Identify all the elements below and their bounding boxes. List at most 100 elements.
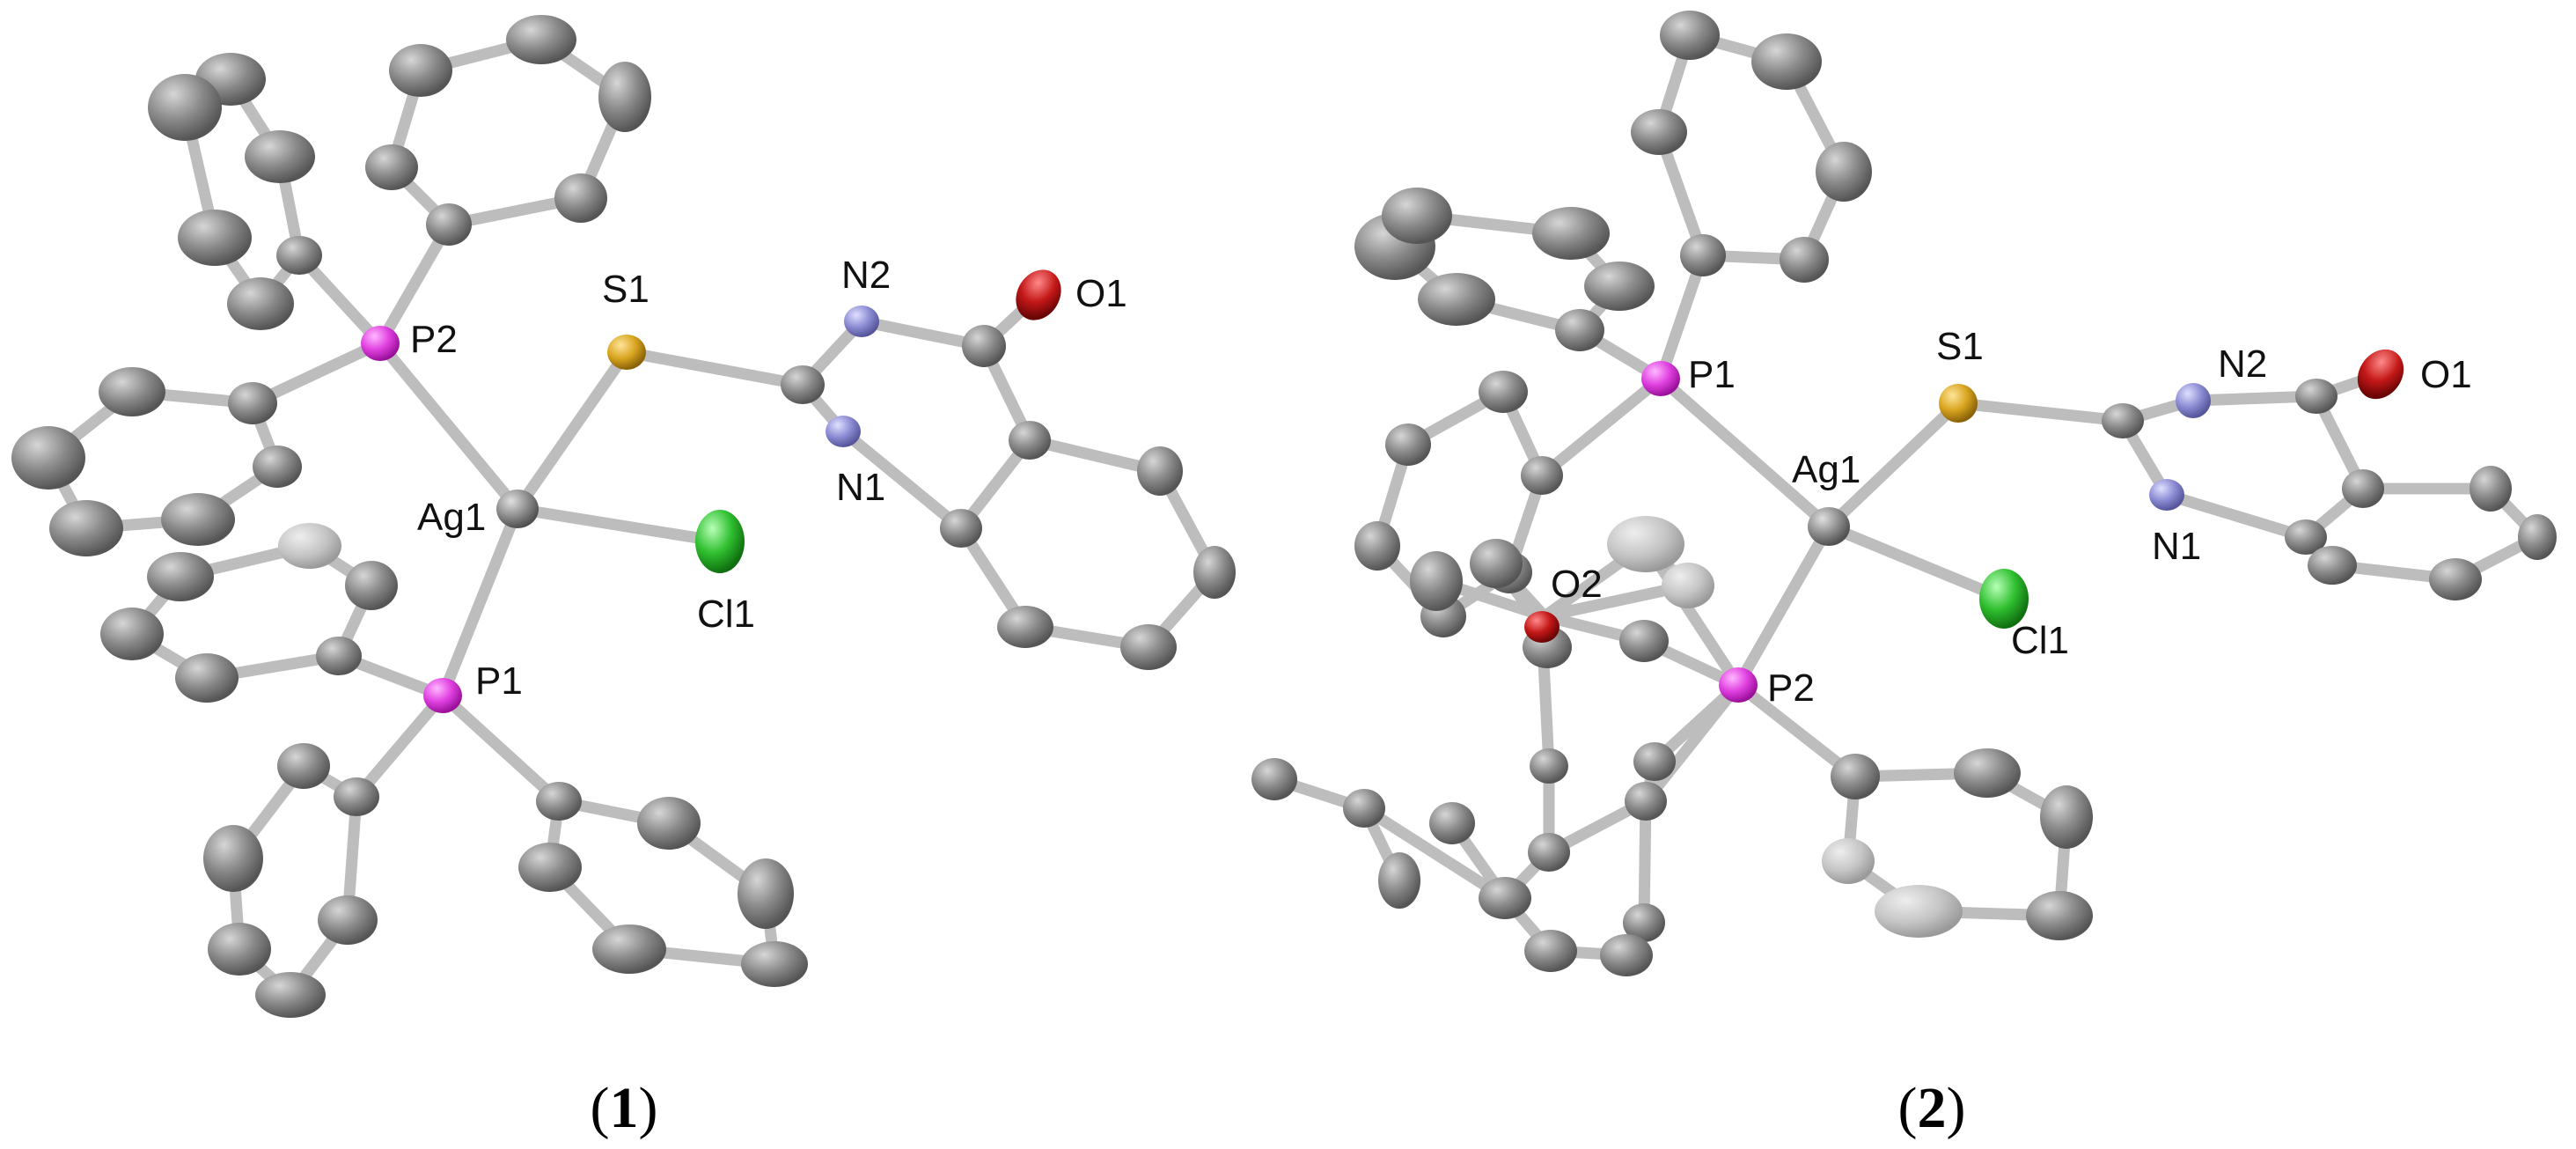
atom-ag1	[496, 490, 539, 528]
atom-carbon	[1479, 877, 1531, 919]
atom-carbon	[1470, 539, 1523, 588]
atom-p1	[1641, 361, 1680, 396]
atom-carbon	[1625, 782, 1667, 821]
structure-2-heteroatoms	[1524, 349, 2404, 703]
atom-carbon	[1479, 371, 1528, 413]
atom-carbon	[1193, 546, 1236, 599]
atom-carbon	[1378, 852, 1420, 909]
atom-carbon	[1521, 456, 1563, 495]
atom-carbon	[1524, 930, 1577, 972]
atom-carbon	[637, 797, 701, 850]
structure-1: P2 S1 N2 O1 Ag1 N1 Cl1 P1 (1)	[11, 15, 1236, 1140]
atom-carbon	[1354, 521, 1400, 571]
atom-p2	[1719, 667, 1758, 703]
atom-carbon	[1607, 516, 1684, 572]
atom-ag1	[1808, 507, 1850, 546]
atom-carbon	[940, 509, 982, 548]
atom-carbon	[1780, 237, 1829, 283]
atom-carbon	[1954, 748, 2021, 798]
atom-s1	[607, 335, 646, 370]
atom-carbon	[1429, 802, 1475, 844]
atom-carbon	[175, 653, 239, 703]
structure-2: P1 S1 N2 O1 Ag1 N1 O2 Cl1 P2 (2)	[1251, 11, 2557, 1140]
atom-carbon	[1009, 421, 1051, 460]
atom-carbon	[592, 924, 666, 974]
atom-carbon	[1584, 261, 1655, 311]
atom-carbon	[1137, 446, 1183, 496]
atom-carbon	[1751, 33, 1822, 90]
atom-carbon	[741, 941, 808, 987]
atom-carbon	[208, 923, 271, 976]
atom-carbon	[1662, 563, 1714, 608]
atom-carbon	[1385, 424, 1431, 466]
label-cl1: Cl1	[697, 593, 755, 636]
label-s1: S1	[602, 268, 650, 311]
atom-carbon	[1343, 789, 1385, 828]
atom-carbon	[1875, 885, 1963, 938]
atom-carbon	[1418, 273, 1495, 326]
atom-carbon	[1633, 742, 1676, 781]
atom-carbon	[276, 236, 322, 275]
atom-carbon	[253, 446, 302, 488]
atom-carbon	[554, 173, 607, 223]
atom-carbon	[1555, 309, 1604, 351]
label-ag1: Ag1	[417, 496, 486, 539]
atom-carbon	[1831, 754, 1880, 799]
atom-p1	[423, 678, 462, 713]
atom-carbon	[2429, 558, 2482, 600]
atom-carbon	[738, 858, 794, 929]
atom-carbon	[1660, 11, 1720, 60]
atom-cl1	[695, 510, 745, 573]
structure-2-carbon-atoms	[1251, 11, 2557, 976]
atom-n1	[2149, 479, 2184, 511]
label-o1: O1	[1075, 272, 1127, 315]
atom-carbon	[49, 500, 123, 556]
atom-carbon	[2040, 785, 2093, 849]
atom-carbon	[147, 552, 214, 601]
atom-carbon	[1532, 207, 1610, 260]
atom-carbon	[962, 325, 1006, 367]
atom-carbon	[161, 493, 235, 546]
structure-1-atom-labels: P2 S1 N2 O1 Ag1 N1 Cl1 P1	[410, 254, 1127, 703]
atom-carbon	[345, 561, 398, 610]
caption-1: (1)	[591, 1076, 658, 1140]
label-o1: O1	[2420, 353, 2472, 396]
atom-carbon	[99, 367, 165, 416]
atom-carbon	[2342, 469, 2384, 508]
caption-2: (2)	[1898, 1076, 1966, 1140]
atom-carbon	[255, 972, 326, 1018]
label-p1: P1	[475, 659, 523, 703]
atom-carbon	[316, 637, 362, 675]
label-p1: P1	[1688, 353, 1736, 396]
atom-carbon	[2308, 546, 2357, 585]
atom-n2	[844, 306, 879, 337]
atom-carbon	[518, 843, 582, 892]
atom-n1	[826, 416, 861, 447]
atom-carbon	[11, 426, 85, 490]
atom-o1	[2357, 349, 2404, 400]
structure-1-carbon-atoms	[11, 15, 1236, 1018]
atom-carbon	[365, 144, 418, 190]
atom-carbon	[2285, 519, 2327, 555]
atom-carbon	[178, 210, 252, 266]
label-cl1: Cl1	[2011, 619, 2069, 662]
atom-carbon	[1816, 142, 1872, 202]
atom-carbon	[228, 382, 277, 424]
atom-carbon	[536, 782, 582, 821]
atom-s1	[1939, 384, 1978, 423]
atom-carbon	[1822, 838, 1875, 884]
atom-carbon	[203, 825, 263, 892]
label-ag1: Ag1	[1792, 448, 1860, 491]
atom-carbon	[2295, 379, 2337, 414]
atom-carbon	[997, 606, 1053, 648]
atom-carbon	[245, 130, 315, 183]
label-p2: P2	[1767, 667, 1815, 710]
atom-carbon	[318, 895, 378, 945]
atom-o2	[1524, 611, 1560, 643]
label-n1: N1	[2152, 525, 2201, 568]
atom-carbon	[277, 743, 330, 789]
atom-carbon	[148, 74, 222, 141]
atom-carbon	[1251, 758, 1297, 800]
atom-carbon	[598, 62, 651, 132]
atom-carbon	[2518, 514, 2557, 560]
